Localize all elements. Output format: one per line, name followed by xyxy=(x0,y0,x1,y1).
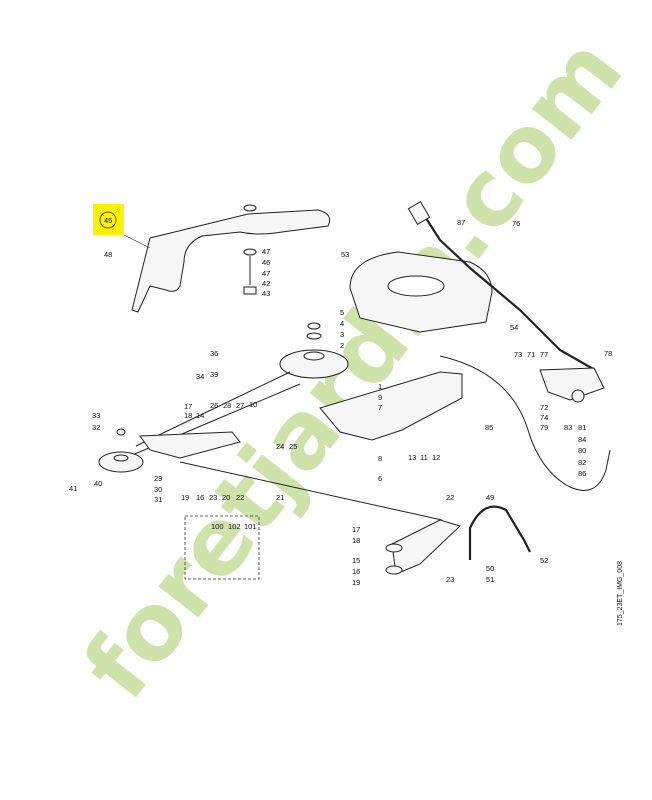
part-label: 36 xyxy=(210,349,218,358)
part-label: 4 xyxy=(340,319,344,328)
part-label: 42 xyxy=(262,279,270,288)
part-label: 19 xyxy=(352,578,360,587)
part-label: 20 xyxy=(222,493,230,502)
detail-inset xyxy=(184,515,260,580)
part-label: 31 xyxy=(154,495,162,504)
part-label: 39 xyxy=(210,370,218,379)
part-label: 46 xyxy=(262,258,270,267)
part-label: 10 xyxy=(249,400,257,409)
part-label: 51 xyxy=(486,575,494,584)
part-label: 18 xyxy=(184,411,192,420)
part-label: 21 xyxy=(276,493,284,502)
part-label: 9 xyxy=(378,393,382,402)
bracket-part xyxy=(319,371,463,441)
part-label: 6 xyxy=(378,474,382,483)
part-label: 23 xyxy=(446,575,454,584)
part-label: 7 xyxy=(378,403,382,412)
deck-cover-part xyxy=(349,251,493,333)
part-label: 86 xyxy=(578,469,586,478)
part-label: 18 xyxy=(352,536,360,545)
part-label: 81 xyxy=(578,423,586,432)
part-labels: 48 47 46 47 42 43 53 87 76 54 5 4 3 2 36… xyxy=(69,218,612,587)
part-label: 22 xyxy=(236,493,244,502)
connecting-rod xyxy=(179,461,443,521)
part-label: 43 xyxy=(262,289,270,298)
highlight-label: 45 xyxy=(104,216,112,225)
part-label: 76 xyxy=(512,219,520,228)
part-label: 100 xyxy=(211,522,224,531)
part-label: 22 xyxy=(446,493,454,502)
part-label: 14 xyxy=(196,411,204,420)
part-label: 33 xyxy=(92,411,100,420)
part-label: 13 xyxy=(408,453,416,462)
part-label: 47 xyxy=(262,247,270,256)
main-pulley xyxy=(279,322,349,379)
left-pulley xyxy=(98,428,144,473)
watermark: foretjardin.com xyxy=(63,18,643,719)
part-label: 24 xyxy=(276,442,284,451)
part-label: 12 xyxy=(432,453,440,462)
lower-bracket xyxy=(385,519,461,575)
part-label: 30 xyxy=(154,485,162,494)
part-label: 27 xyxy=(236,401,244,410)
control-cable xyxy=(439,355,611,491)
part-label: 49 xyxy=(486,493,494,502)
part-label: 17 xyxy=(352,525,360,534)
lever-cluster xyxy=(539,367,605,403)
highlight-box xyxy=(93,204,124,235)
part-label: 101 xyxy=(244,522,257,531)
part-label: 3 xyxy=(340,330,344,339)
part-label: 102 xyxy=(228,522,241,531)
lever-rod xyxy=(407,201,596,371)
part-label: 32 xyxy=(92,423,100,432)
part-label: 87 xyxy=(457,218,465,227)
part-label: 83 xyxy=(564,423,572,432)
idler-arm xyxy=(139,431,241,459)
part-label: 54 xyxy=(510,323,518,332)
part-label: 8 xyxy=(378,454,382,463)
part-label: 2 xyxy=(340,341,344,350)
part-label: 23 xyxy=(209,493,217,502)
part-label: 73 xyxy=(514,350,522,359)
part-label: 72 xyxy=(540,403,548,412)
bolt-stack xyxy=(243,204,257,295)
part-label: 47 xyxy=(262,269,270,278)
part-label: 50 xyxy=(486,564,494,573)
hoop-rod xyxy=(468,505,531,560)
part-label: 5 xyxy=(340,308,344,317)
watermark-text: foretjardin.com xyxy=(63,18,643,719)
part-label: 28 xyxy=(223,401,231,410)
part-label: 16 xyxy=(196,493,204,502)
part-label: 29 xyxy=(154,474,162,483)
part-label: 74 xyxy=(540,413,548,422)
part-label: 85 xyxy=(485,423,493,432)
part-label: 40 xyxy=(94,479,102,488)
part-label: 84 xyxy=(578,435,586,444)
part-label: 11 xyxy=(420,453,428,462)
part-label: 71 xyxy=(527,350,535,359)
part-label: 77 xyxy=(540,350,548,359)
part-label: 52 xyxy=(540,556,548,565)
part-label: 80 xyxy=(578,446,586,455)
drawing-code: 175_23ET_IMG_008 xyxy=(617,561,624,626)
part-label: 48 xyxy=(104,250,112,259)
part-label: 79 xyxy=(540,423,548,432)
part-label: 25 xyxy=(289,442,297,451)
part-label: 41 xyxy=(69,484,77,493)
belt-cover-part: 45 xyxy=(93,204,331,313)
part-label: 34 xyxy=(196,372,204,381)
part-label: 53 xyxy=(341,250,349,259)
part-label: 78 xyxy=(604,349,612,358)
part-label: 1 xyxy=(378,382,382,391)
part-label: 15 xyxy=(352,556,360,565)
part-label: 17 xyxy=(184,402,192,411)
part-label: 26 xyxy=(210,401,218,410)
part-label: 82 xyxy=(578,458,586,467)
part-label: 16 xyxy=(352,567,360,576)
part-label: 19 xyxy=(181,493,189,502)
